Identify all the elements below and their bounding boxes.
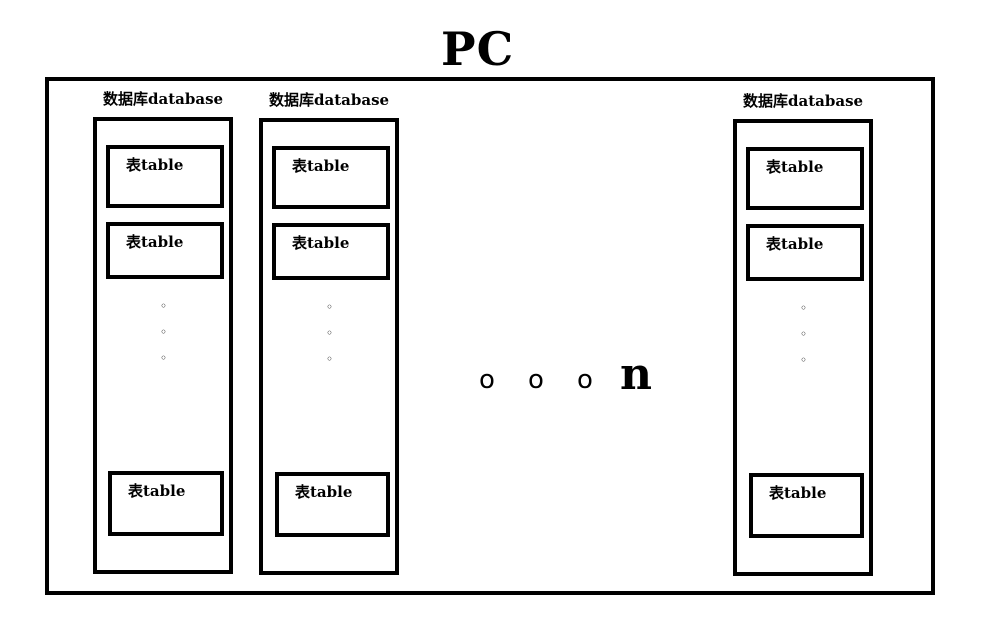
horizontal-ellipsis-dot: o (528, 365, 544, 395)
database-label-2: 数据库database (269, 91, 390, 109)
ellipsis-dot: ◦ (326, 352, 334, 366)
table-label: 表table (126, 156, 184, 174)
ellipsis-dot: ◦ (800, 353, 808, 367)
database-label-n: 数据库database (743, 92, 864, 110)
pc-title: PC (441, 22, 515, 76)
table-label: 表table (766, 158, 824, 176)
table-label: 表table (769, 484, 827, 502)
ellipsis-dot: ◦ (326, 300, 334, 314)
table-label: 表table (292, 157, 350, 175)
pc-container (45, 77, 935, 595)
table-box: 表table (746, 224, 864, 281)
table-box: 表table (106, 145, 224, 208)
database-label-1: 数据库database (103, 90, 224, 108)
table-label: 表table (295, 483, 353, 501)
database-box-2 (259, 118, 399, 575)
ellipsis-dot: ◦ (800, 301, 808, 315)
table-box: 表table (749, 473, 864, 538)
ellipsis-dot: ◦ (160, 299, 168, 313)
table-label: 表table (126, 233, 184, 251)
database-box-1 (93, 117, 233, 574)
ellipsis-dot: ◦ (160, 325, 168, 339)
horizontal-ellipsis-dot: o (479, 365, 495, 395)
table-label: 表table (128, 482, 186, 500)
horizontal-ellipsis-dot: o (577, 365, 593, 395)
table-label: 表table (292, 234, 350, 252)
database-box-n (733, 119, 873, 576)
table-box: 表table (746, 147, 864, 210)
table-label: 表table (766, 235, 824, 253)
n-label: n (620, 349, 652, 400)
ellipsis-dot: ◦ (160, 351, 168, 365)
ellipsis-dot: ◦ (326, 326, 334, 340)
table-box: 表table (108, 471, 224, 536)
table-box: 表table (106, 222, 224, 279)
ellipsis-dot: ◦ (800, 327, 808, 341)
table-box: 表table (275, 472, 390, 537)
table-box: 表table (272, 146, 390, 209)
table-box: 表table (272, 223, 390, 280)
